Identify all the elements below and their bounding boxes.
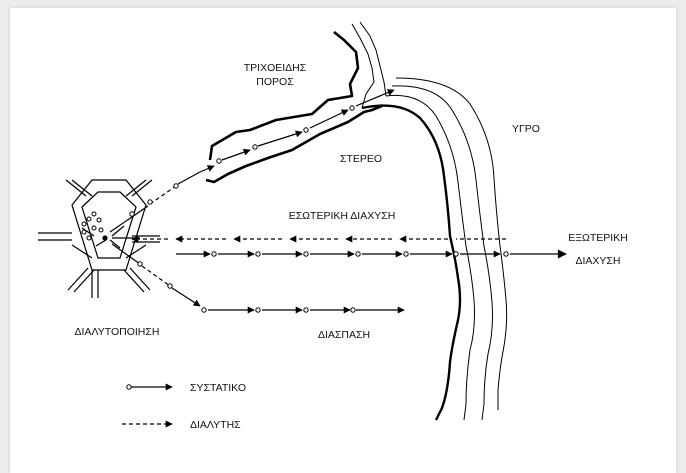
hexagon-spoke — [66, 180, 86, 196]
label-solubilization: ΔΙΑΛΥΤΟΠΟΙΗΣΗ — [75, 326, 160, 338]
hexagon-inner — [82, 192, 136, 258]
inner-diag — [72, 245, 92, 258]
solute-dot — [304, 252, 308, 256]
solute-paths — [110, 90, 566, 310]
solute-dot — [168, 284, 172, 288]
hexagon-spoke — [132, 180, 152, 196]
solute-dot — [404, 252, 408, 256]
legend: ΣΥΣΤΑΤΙΚΟ ΔΙΑΛΥΤΗΣ — [122, 382, 246, 431]
solute-dot — [174, 184, 178, 188]
core-point — [102, 235, 107, 240]
solute-arrow — [356, 90, 394, 106]
solute-dot — [217, 159, 221, 163]
solute-dots — [130, 106, 508, 312]
solute-dot — [256, 252, 260, 256]
legend-dot — [127, 385, 131, 389]
label-capillary-pore-line2: ΠΟΡΟΣ — [256, 76, 294, 88]
solute-dot — [351, 308, 355, 312]
solute-dot — [202, 308, 206, 312]
solute-dot — [454, 252, 458, 256]
hexagon-spoke — [74, 270, 94, 292]
hexagon-particle — [38, 180, 152, 298]
solute-dot — [148, 200, 152, 204]
solute-dot — [304, 128, 308, 132]
boundary-layer-line — [386, 95, 475, 420]
hexagon-spoke — [72, 180, 92, 196]
legend-item-solute: ΣΥΣΤΑΤΙΚΟ — [127, 382, 246, 394]
hexagon-spoke — [126, 180, 146, 196]
label-liquid: ΥΓΡΟ — [512, 123, 540, 135]
legend-label-solute: ΣΥΣΤΑΤΙΚΟ — [190, 382, 246, 394]
pore-channel-line — [360, 22, 386, 96]
label-internal-diffusion: ΕΣΩΤΕΡΙΚΗ ΔΙΑΧΥΣΗ — [289, 210, 396, 222]
pore-upper-wall — [210, 32, 358, 160]
solute-arrow — [172, 288, 200, 306]
solute-dot — [253, 145, 257, 149]
solute-dot — [212, 252, 216, 256]
solute-arrow-segment — [150, 186, 176, 204]
label-capillary-pore-line1: ΤΡΙΧΟΕΙΔΗΣ — [244, 62, 307, 74]
solute-arrow — [258, 132, 302, 146]
hexagon-spoke — [124, 270, 144, 292]
legend-label-solvent: ΔΙΑΛΥΤΗΣ — [190, 419, 241, 431]
solute-dot — [504, 252, 508, 256]
solute-dot — [256, 308, 260, 312]
hexagon-spoke — [130, 268, 150, 290]
solute-dot — [356, 252, 360, 256]
solute-dot — [304, 308, 308, 312]
label-solid: ΣΤΕΡΕΟ — [340, 153, 382, 165]
solute-arrow-segment — [142, 266, 170, 286]
legend-item-solvent: ΔΙΑΛΥΤΗΣ — [122, 419, 241, 431]
inner-diag — [96, 240, 106, 246]
label-external-diffusion-line1: ΕΞΩΤΕΡΙΚΗ — [568, 232, 628, 244]
label-decomposition: ΔΙΑΣΠΑΣΗ — [318, 329, 370, 341]
solute-arrow-segment — [112, 244, 140, 264]
solute-arrow — [222, 150, 250, 160]
solute-dot — [350, 106, 354, 110]
label-external-diffusion-line2: ΔΙΑΧΥΣΗ — [575, 255, 620, 267]
hexagon-spoke — [68, 268, 88, 290]
solute-dot — [130, 212, 134, 216]
solute-arrow — [200, 166, 214, 172]
solute-arrow-segment — [178, 172, 200, 184]
solute-dot — [138, 262, 142, 266]
inner-diag — [112, 226, 124, 236]
